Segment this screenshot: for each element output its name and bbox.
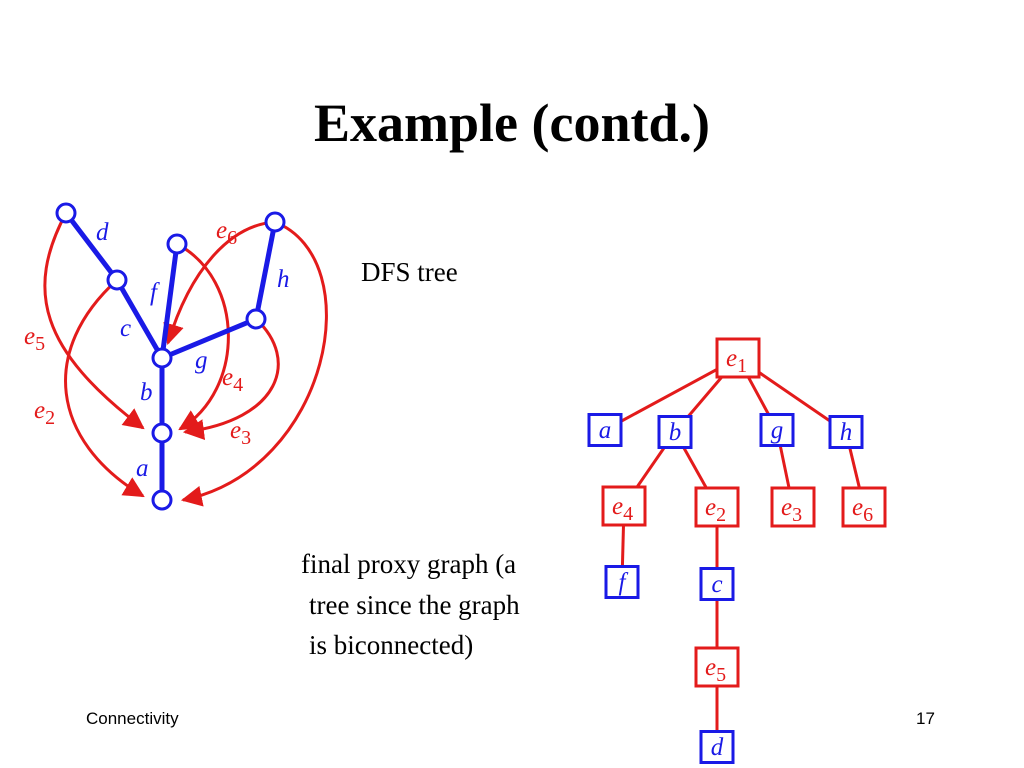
tree-edge-d [63,210,120,283]
tree-edge-c [114,277,165,361]
proxy-node-label-e3: e3 [781,494,802,526]
proxy-node-label-c: c [711,571,722,598]
vertex-g-end [245,308,267,330]
proxy-node-label-e1: e1 [726,345,747,377]
vertex-d-top [55,202,77,224]
vertex-h-top [264,211,286,233]
back-label-e6: e6 [216,217,237,249]
proxy-node-label-e2: e2 [705,494,726,526]
proxy-node-label-e4: e4 [612,493,633,525]
tree-label-a: a [136,455,149,482]
vertex-c-top [106,269,128,291]
proxy-node-e4: e4 [601,485,647,527]
proxy-node-e3: e3 [770,486,816,528]
back-label-e5: e5 [24,323,45,355]
proxy-node-label-g: g [771,417,784,444]
dfs-tree-label: DFS tree [361,257,458,287]
vertex-center [151,347,173,369]
caption-line-1: final proxy graph (a [301,549,517,579]
proxy-node-label-h: h [840,419,853,446]
slide-title: Example (contd.) [314,93,710,153]
back-label-e3: e3 [230,417,251,449]
vertex-middle [151,422,173,444]
caption-line-3: is biconnected) [309,630,474,660]
vertex-root [151,489,173,511]
proxy-node-label-b: b [669,419,682,446]
back-edge-e3 [182,317,280,441]
proxy-node-a: a [587,413,623,447]
vertex-f-top [166,233,188,255]
tree-label-h: h [277,266,290,293]
proxy-node-g: g [759,413,795,447]
caption-line-2: tree since the graph [309,590,520,620]
proxy-node-h: h [828,415,864,449]
back-label-e4: e4 [222,364,243,396]
proxy-node-label-a: a [599,417,612,444]
proxy-node-label-e5: e5 [705,654,726,686]
back-edge-e5 [43,212,145,430]
tree-label-g: g [195,347,208,374]
proxy-node-b: b [657,415,693,449]
proxy-node-e1: e1 [715,337,761,379]
proxy-node-e6: e6 [841,486,887,528]
tree-label-d: d [96,219,109,246]
proxy-node-e2: e2 [694,486,740,528]
proxy-node-label-d: d [711,734,724,761]
back-edge-e6-to-b [163,220,276,346]
back-edge-e4 [176,242,230,431]
tree-edge-f [159,241,180,361]
proxy-node-d: d [699,730,735,764]
tree-edge-h [253,219,278,322]
slide-number: 17 [916,709,935,728]
back-edge-e6-to-a [180,220,328,507]
proxy-node-label-f: f [619,569,629,596]
proxy-node-e5: e5 [694,646,740,688]
back-edge-e2 [64,278,145,498]
tree-edge-g [159,316,259,361]
tree-label-b: b [140,379,153,406]
footer-section-name: Connectivity [86,709,179,728]
tree-label-f: f [150,279,160,306]
tree-label-c: c [120,315,131,342]
proxy-node-c: c [699,567,735,601]
proxy-node-label-e6: e6 [852,494,873,526]
proxy-node-f: f [604,565,640,599]
back-label-e2: e2 [34,397,55,429]
